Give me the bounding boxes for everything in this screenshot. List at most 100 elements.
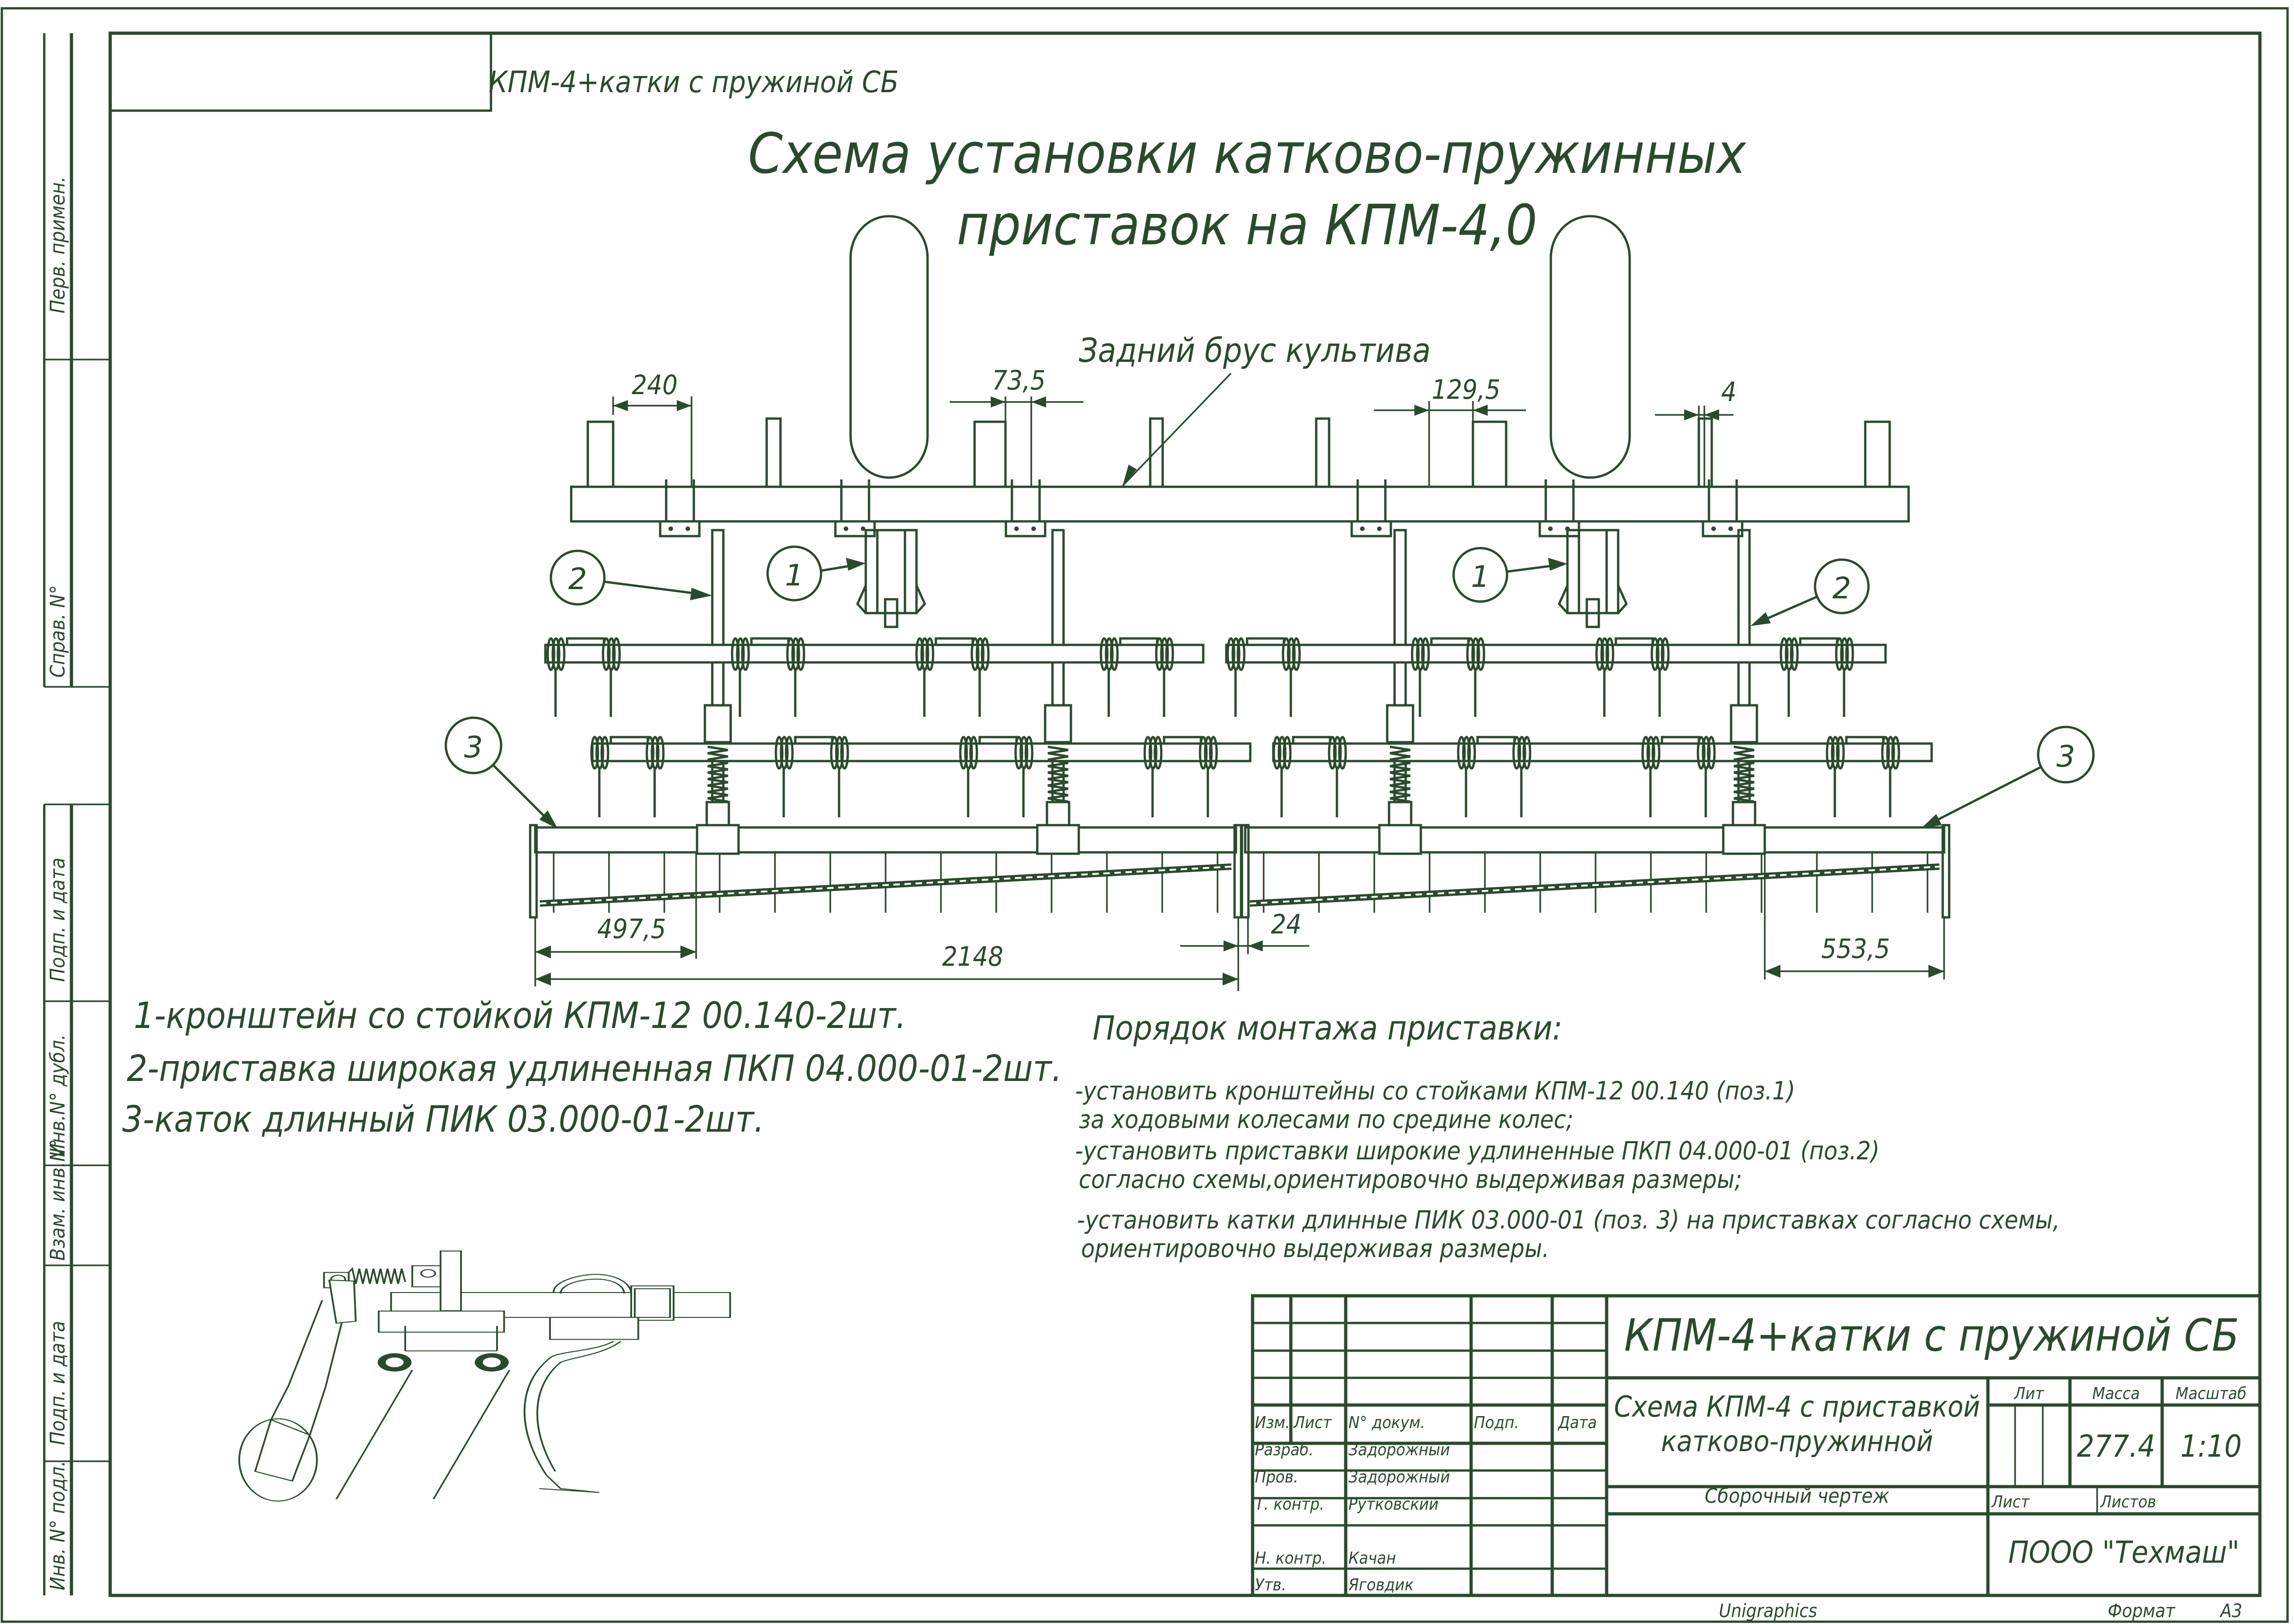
strip-label-podp-data-1: Подп. и дата: [46, 857, 70, 982]
beam-label-leader: [1122, 372, 1232, 487]
tb-header-doc: N° докум.: [1348, 1413, 1425, 1432]
format-value: А3: [2219, 1600, 2242, 1622]
svg-text:240: 240: [632, 369, 678, 401]
tb-name-line2: катково-пружинной: [1661, 1424, 1933, 1458]
roller-right: [1241, 824, 1951, 919]
assembly-step-2a: -установить приставки широкие удлиненные…: [1075, 1136, 1880, 1165]
assembly-step-3b: ориентировочно выдерживая размеры.: [1081, 1234, 1549, 1263]
spring-units: [696, 704, 1766, 855]
drawing-title-line1: Схема установки катково-пружинных: [748, 122, 1747, 186]
tb-organization: ПООО "Техмаш": [2008, 1535, 2240, 1570]
strip-label-sprav-no: Справ. N°: [46, 585, 70, 678]
tb-name-line1: Схема КПМ-4 с приставкой: [1614, 1390, 1980, 1423]
strip-label-perv-primen: Перв. примен.: [46, 177, 70, 313]
tb-header-sign: Подп.: [1474, 1413, 1519, 1432]
beam-clamp: [1005, 479, 1046, 537]
tb-header-date: Дата: [1557, 1413, 1597, 1432]
tb-role-prov: Пров.: [1255, 1468, 1298, 1487]
tb-doc-type: Сборочный чертеж: [1705, 1484, 1890, 1508]
roller-tines: [539, 852, 1940, 913]
assembly-step-3a: -установить катки длинные ПИК 03.000-01 …: [1077, 1205, 2060, 1234]
tb-scale-label: Масштаб: [2176, 1384, 2247, 1403]
roller-drum: [539, 852, 1232, 913]
svg-text:129,5: 129,5: [1431, 374, 1500, 405]
beam-label: Задний брус культива: [1079, 331, 1431, 370]
tb-name-utv: Яговдик: [1348, 1576, 1414, 1594]
callout-3-right: 3: [1922, 726, 2095, 828]
tb-role-razrab: Разраб.: [1255, 1441, 1313, 1459]
dimension-240: 240: [612, 369, 692, 487]
svg-text:3: 3: [2057, 740, 2075, 774]
dimension-73-5: 73,5: [950, 365, 1083, 487]
tb-header-list: Лист: [1293, 1413, 1332, 1432]
mirrored-stamp-text: КПМ-4+катки с пружиной СБ: [489, 65, 899, 100]
beam-posts: [586, 417, 1891, 488]
harrow-rack: [544, 637, 1205, 717]
svg-text:497,5: 497,5: [597, 913, 666, 945]
harrow-rack: [1272, 736, 1933, 817]
assembly-step-1a: -установить кронштейны со стойками КПМ-1…: [1075, 1076, 1795, 1105]
tb-name-nkontr: Качан: [1348, 1549, 1396, 1568]
roller-drum: [1249, 852, 1940, 913]
front-view: Задний брус культива: [444, 215, 2095, 991]
svg-text:1: 1: [785, 559, 804, 593]
callout-1-left: 1: [766, 545, 866, 602]
bracket-right: [1558, 529, 1628, 628]
strip-label-inv-dubl: Инв.N° дубл.: [46, 1034, 70, 1157]
callout-2-left: 2: [550, 549, 712, 606]
transport-wheel-left: [849, 215, 929, 479]
tb-scale-value: 1:10: [2180, 1429, 2241, 1464]
svg-text:3: 3: [464, 731, 483, 765]
dimension-2148: 2148: [535, 917, 1239, 991]
transport-wheel-right: [1549, 215, 1631, 479]
parts-list-item-1: 1-кронштейн со стойкой КПМ-12 00.140-2шт…: [134, 995, 906, 1037]
strip-label-podp-data-2: Подп. и дата: [46, 1321, 70, 1445]
software-label: Unigraphics: [1719, 1600, 1817, 1622]
tb-name-prov: Задорожный: [1348, 1468, 1450, 1487]
dimension-553-5: 553,5: [1764, 853, 1945, 980]
svg-text:24: 24: [1271, 909, 1301, 940]
assembly-step-2b: согласно схемы,ориентировочно выдерживая…: [1079, 1165, 1742, 1194]
parts-list-item-2: 2-приставка широкая удлиненная ПКП 04.00…: [127, 1048, 1062, 1090]
spring-harrows: [544, 637, 1933, 817]
dimension-497-5: 497,5: [534, 853, 697, 986]
inner-frame: [108, 31, 2262, 1597]
side-view: [238, 1250, 731, 1502]
svg-text:4: 4: [1721, 376, 1736, 407]
assembly-steps: -установить кронштейны со стойками КПМ-1…: [1075, 1076, 2060, 1263]
harrow-rack: [1225, 637, 1887, 717]
beam-clamps: [659, 479, 1744, 537]
svg-text:2: 2: [568, 562, 587, 596]
svg-text:553,5: 553,5: [1821, 933, 1890, 964]
tb-header-izm: Изм.: [1255, 1413, 1290, 1432]
spring-unit: [1722, 704, 1766, 855]
assembly-heading: Порядок монтажа приставки:: [1093, 1009, 1562, 1047]
format-label: Формат: [2108, 1600, 2176, 1622]
beam-clamp: [1350, 479, 1392, 537]
beam-clamp: [1538, 479, 1580, 537]
tb-name-razrab: Задорожный: [1348, 1441, 1450, 1459]
side-strip: Перв. примен. Справ. N° Подп. и дата Инв…: [43, 33, 110, 1595]
dimension-129-5: 129,5: [1374, 374, 1526, 487]
tb-role-utv: Утв.: [1255, 1576, 1286, 1594]
tb-role-nkontr: Н. контр.: [1255, 1549, 1326, 1568]
stand-bars: [711, 529, 1751, 827]
svg-text:2: 2: [1833, 572, 1851, 606]
tb-sheets-label: Листов: [2100, 1493, 2156, 1512]
tb-role-tkontr: Т. контр.: [1255, 1495, 1324, 1514]
beam-clamp: [1702, 479, 1744, 537]
callout-2-right: 2: [1750, 558, 1870, 626]
mirrored-stamp: КПМ-4+катки с пружиной СБ: [109, 32, 899, 112]
beam-clamp: [834, 479, 876, 537]
spring-unit: [1378, 704, 1422, 855]
tb-sheet-label: Лист: [1991, 1493, 2030, 1512]
svg-text:2148: 2148: [942, 941, 1004, 972]
dimension-24: 24: [1180, 909, 1309, 954]
svg-text:73,5: 73,5: [992, 365, 1046, 396]
spring-unit: [1036, 704, 1080, 855]
strip-label-inv-podl: Инв. N° подл.: [46, 1461, 70, 1590]
beam-clamp: [659, 479, 701, 537]
spring-unit: [696, 704, 740, 855]
rear-beam: [570, 485, 1910, 523]
